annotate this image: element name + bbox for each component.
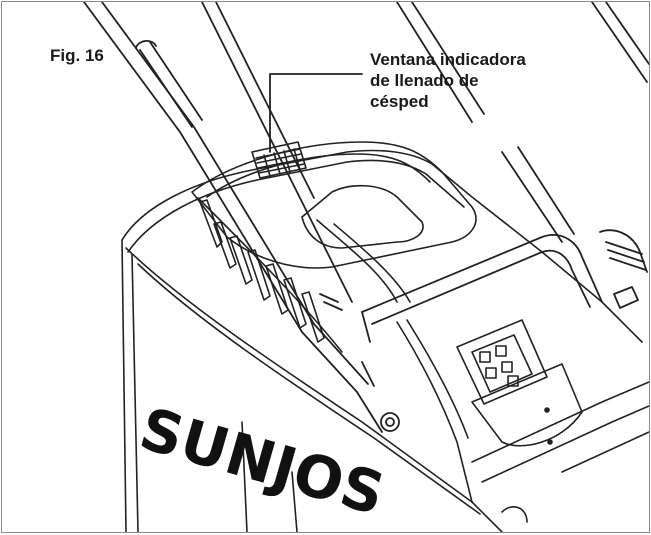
figure-label: Fig. 16 — [50, 46, 104, 65]
handle-loop — [361, 2, 649, 343]
callout-line-3: césped — [370, 92, 429, 111]
mower-body — [121, 149, 643, 532]
mower-hood — [191, 141, 477, 303]
mower-deck-lines — [471, 381, 649, 523]
mower-handle — [83, 2, 400, 433]
callout-line-2: de llenado de — [370, 71, 479, 90]
brand-text: SUNJOS — [133, 394, 392, 528]
brand-lettering: SUNJOS — [133, 394, 392, 528]
callout-leader-line — [269, 73, 363, 153]
callout-label: Ventana indicadora de llenado de césped — [370, 49, 526, 112]
callout-line-1: Ventana indicadora — [370, 50, 526, 69]
side-vents — [197, 197, 343, 353]
